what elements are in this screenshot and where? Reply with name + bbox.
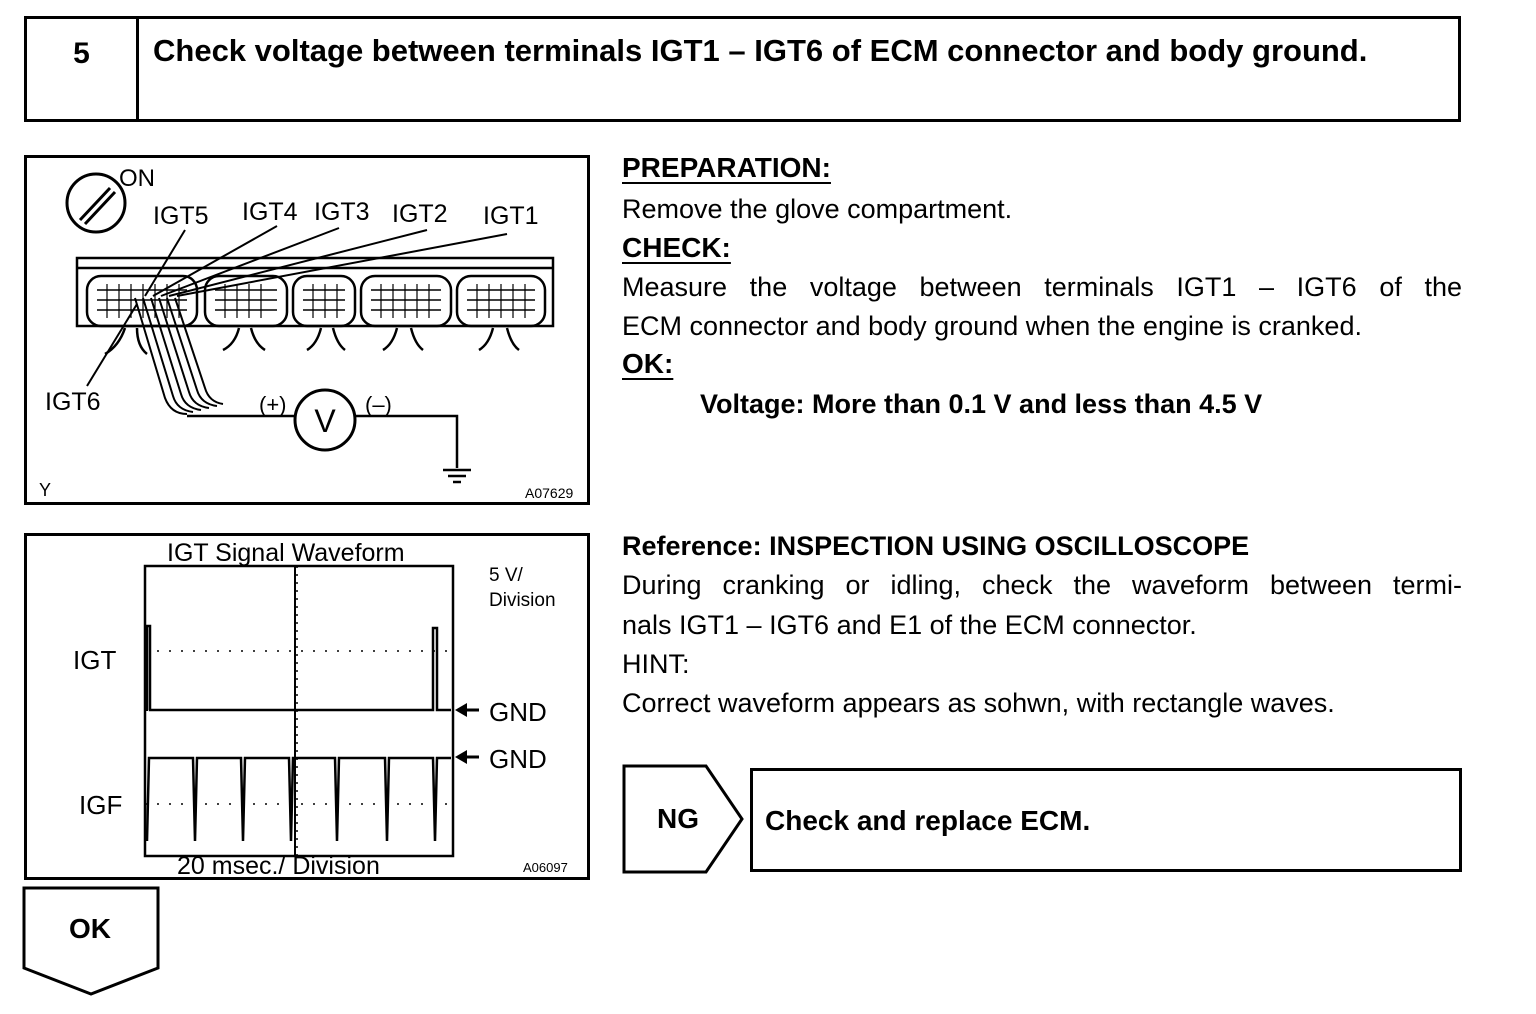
- reference-line-1: During cranking or idling, check the wav…: [622, 570, 1462, 600]
- leader-lines: [86, 225, 508, 387]
- ng-arrow: NG: [622, 764, 744, 874]
- hint-text: Correct waveform appears as sohwn, with …: [622, 688, 1335, 718]
- ng-label: NG: [657, 803, 699, 834]
- hint-heading: HINT:: [622, 649, 690, 679]
- label-igt4: IGT4: [242, 198, 298, 226]
- ok-spec: Voltage: More than 0.1 V and less than 4…: [700, 389, 1263, 419]
- reference-heading: Reference: INSPECTION USING OSCILLOSCOPE: [622, 531, 1250, 561]
- label-plus: (+): [259, 392, 287, 417]
- reference-line-2: nals IGT1 – IGT6 and E1 of the ECM conne…: [622, 610, 1197, 640]
- label-igt6: IGT6: [45, 388, 101, 416]
- ok-result-label: OK: [69, 913, 111, 944]
- waveform-title: IGT Signal Waveform: [167, 539, 405, 567]
- ng-action-box: Check and replace ECM.: [750, 768, 1462, 872]
- preparation-text: Remove the glove compartment.: [622, 194, 1013, 224]
- igf-trace: [145, 756, 451, 842]
- figure-corner-mark: Y: [39, 480, 51, 500]
- scale-volts-division: Division: [489, 590, 556, 611]
- step-header: 5 Check voltage between terminals IGT1 –…: [24, 16, 1461, 122]
- waveform-figure: IGT Signal Waveform 5 V/ Division IGT IG…: [24, 533, 590, 880]
- label-minus: (–): [365, 392, 392, 417]
- label-on: ON: [119, 165, 155, 192]
- label-igf: IGF: [79, 790, 122, 820]
- label-igt: IGT: [73, 645, 116, 675]
- step-number: 5: [27, 19, 139, 119]
- label-igt3: IGT3: [314, 198, 370, 226]
- check-text-line-1: Measure the voltage between terminals IG…: [622, 272, 1462, 302]
- connector-diagram-svg: ON IGT5 IGT4 IGT3 IGT2 IGT1 IGT6: [39, 165, 573, 501]
- ng-action-text: Check and replace ECM.: [765, 805, 1091, 836]
- scale-volts: 5 V/: [489, 565, 524, 586]
- ecm-connector: [75, 256, 555, 356]
- ok-arrow: OK: [22, 886, 160, 996]
- gnd-label-1: GND: [489, 697, 547, 727]
- preparation-heading: PREPARATION:: [622, 152, 831, 183]
- voltmeter-icon: V: [293, 388, 357, 452]
- ignition-switch-icon: [65, 172, 127, 234]
- meter-letter: V: [314, 403, 336, 439]
- label-igt5: IGT5: [153, 202, 209, 230]
- igt-trace: [145, 624, 451, 712]
- waveform-code: A06097: [523, 860, 568, 875]
- label-igt2: IGT2: [392, 200, 448, 228]
- connector-diagram: ON IGT5 IGT4 IGT3 IGT2 IGT1 IGT6: [24, 155, 590, 505]
- check-heading: CHECK:: [622, 232, 731, 263]
- meter-wiring: [187, 414, 471, 484]
- gnd-arrow-icon-1: [455, 703, 479, 717]
- label-igt1: IGT1: [483, 202, 539, 230]
- step-title: Check voltage between terminals IGT1 – I…: [153, 33, 1368, 68]
- ok-heading: OK:: [622, 348, 674, 379]
- probe-bundle: [134, 297, 224, 415]
- waveform-svg: IGT Signal Waveform 5 V/ Division IGT IG…: [73, 539, 568, 880]
- check-text-line-2: ECM connector and body ground when the e…: [622, 311, 1362, 341]
- figure-code: A07629: [525, 485, 573, 501]
- gnd-label-2: GND: [489, 744, 547, 774]
- gnd-arrow-icon-2: [455, 750, 479, 764]
